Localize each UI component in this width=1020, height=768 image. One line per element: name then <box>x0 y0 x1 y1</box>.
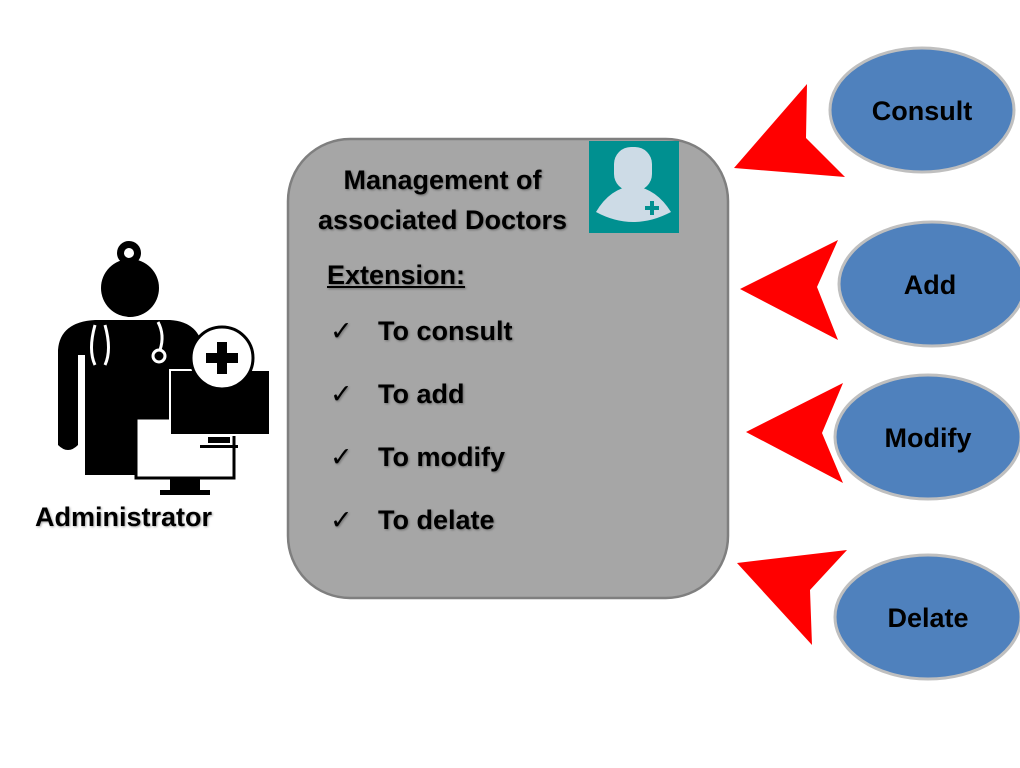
arrow-delate <box>737 550 847 645</box>
check-icon: ✓ <box>330 379 353 409</box>
arrow-modify <box>746 383 843 483</box>
arrow-add <box>740 240 838 340</box>
action-modify: Modify <box>833 373 1020 501</box>
extension-item: ✓ To add <box>330 379 464 410</box>
management-box <box>286 137 730 600</box>
doctor-add-icon <box>589 141 679 233</box>
action-label: Delate <box>887 603 968 633</box>
action-label: Modify <box>885 423 972 453</box>
action-label: Add <box>904 270 956 300</box>
check-icon: ✓ <box>330 316 353 346</box>
box-title-line1: Management of <box>343 165 542 195</box>
box-title-line2: associated Doctors <box>317 205 568 235</box>
item-label: To delate <box>378 505 495 535</box>
extension-item: ✓ To delate <box>330 505 495 536</box>
arrow-consult <box>734 84 845 177</box>
action-consult: Consult <box>828 46 1016 174</box>
item-label: To consult <box>378 316 513 346</box>
extension-item: ✓ To modify <box>330 442 505 473</box>
action-label: Consult <box>872 96 973 126</box>
check-icon: ✓ <box>330 442 353 472</box>
doctor-with-computer-icon <box>58 241 271 495</box>
box-title: Management of associated Doctors <box>300 160 585 240</box>
item-label: To modify <box>378 442 505 472</box>
extension-heading: Extension: <box>327 260 466 290</box>
actor-label: Administrator <box>35 502 213 532</box>
action-add: Add <box>837 220 1020 348</box>
action-delate: Delate <box>833 553 1020 681</box>
check-icon: ✓ <box>330 505 353 535</box>
extension-item: ✓ To consult <box>330 316 513 347</box>
item-label: To add <box>378 379 465 409</box>
